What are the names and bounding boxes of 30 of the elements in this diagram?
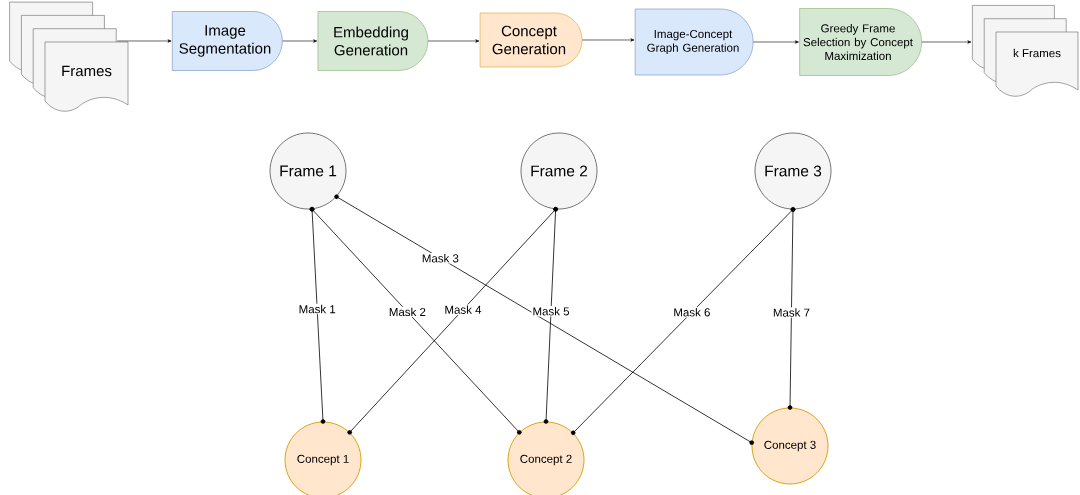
edge-label: Mask 2 bbox=[387, 306, 427, 318]
edge-label: Mask 3 bbox=[420, 253, 460, 264]
process-box: Image Segmentation bbox=[172, 11, 283, 71]
connector bbox=[753, 40, 799, 44]
edge-label: Mask 5 bbox=[531, 305, 571, 317]
connector bbox=[282, 39, 318, 43]
circle-node: Concept 2 bbox=[507, 421, 585, 495]
document-stack: Frames bbox=[9, 1, 129, 112]
process-box: Greedy Frame Selection by Concept Maximization bbox=[799, 8, 922, 76]
connector bbox=[543, 206, 558, 424]
edge-label: Mask 6 bbox=[672, 306, 712, 318]
process-box: Embedding Generation bbox=[317, 11, 429, 71]
connector bbox=[116, 39, 172, 43]
connector bbox=[334, 194, 755, 445]
connector bbox=[427, 39, 480, 43]
circle-node: Frame 3 bbox=[754, 132, 832, 210]
edge-label: Mask 7 bbox=[771, 307, 811, 318]
circle-node: Frame 1 bbox=[269, 132, 347, 210]
connector bbox=[309, 206, 522, 435]
process-box: Image-Concept Graph Generation bbox=[634, 8, 754, 76]
circle-node: Concept 1 bbox=[284, 421, 362, 495]
edge-label: Mask 1 bbox=[297, 303, 337, 315]
circle-node: Frame 2 bbox=[520, 132, 598, 210]
connector bbox=[787, 207, 796, 410]
process-box: Concept Generation bbox=[479, 12, 583, 68]
circle-node: Concept 3 bbox=[751, 407, 829, 485]
edge-label: Mask 4 bbox=[443, 304, 483, 315]
connector bbox=[582, 38, 635, 42]
connector bbox=[921, 40, 972, 44]
document-stack: k Frames bbox=[972, 5, 1079, 97]
